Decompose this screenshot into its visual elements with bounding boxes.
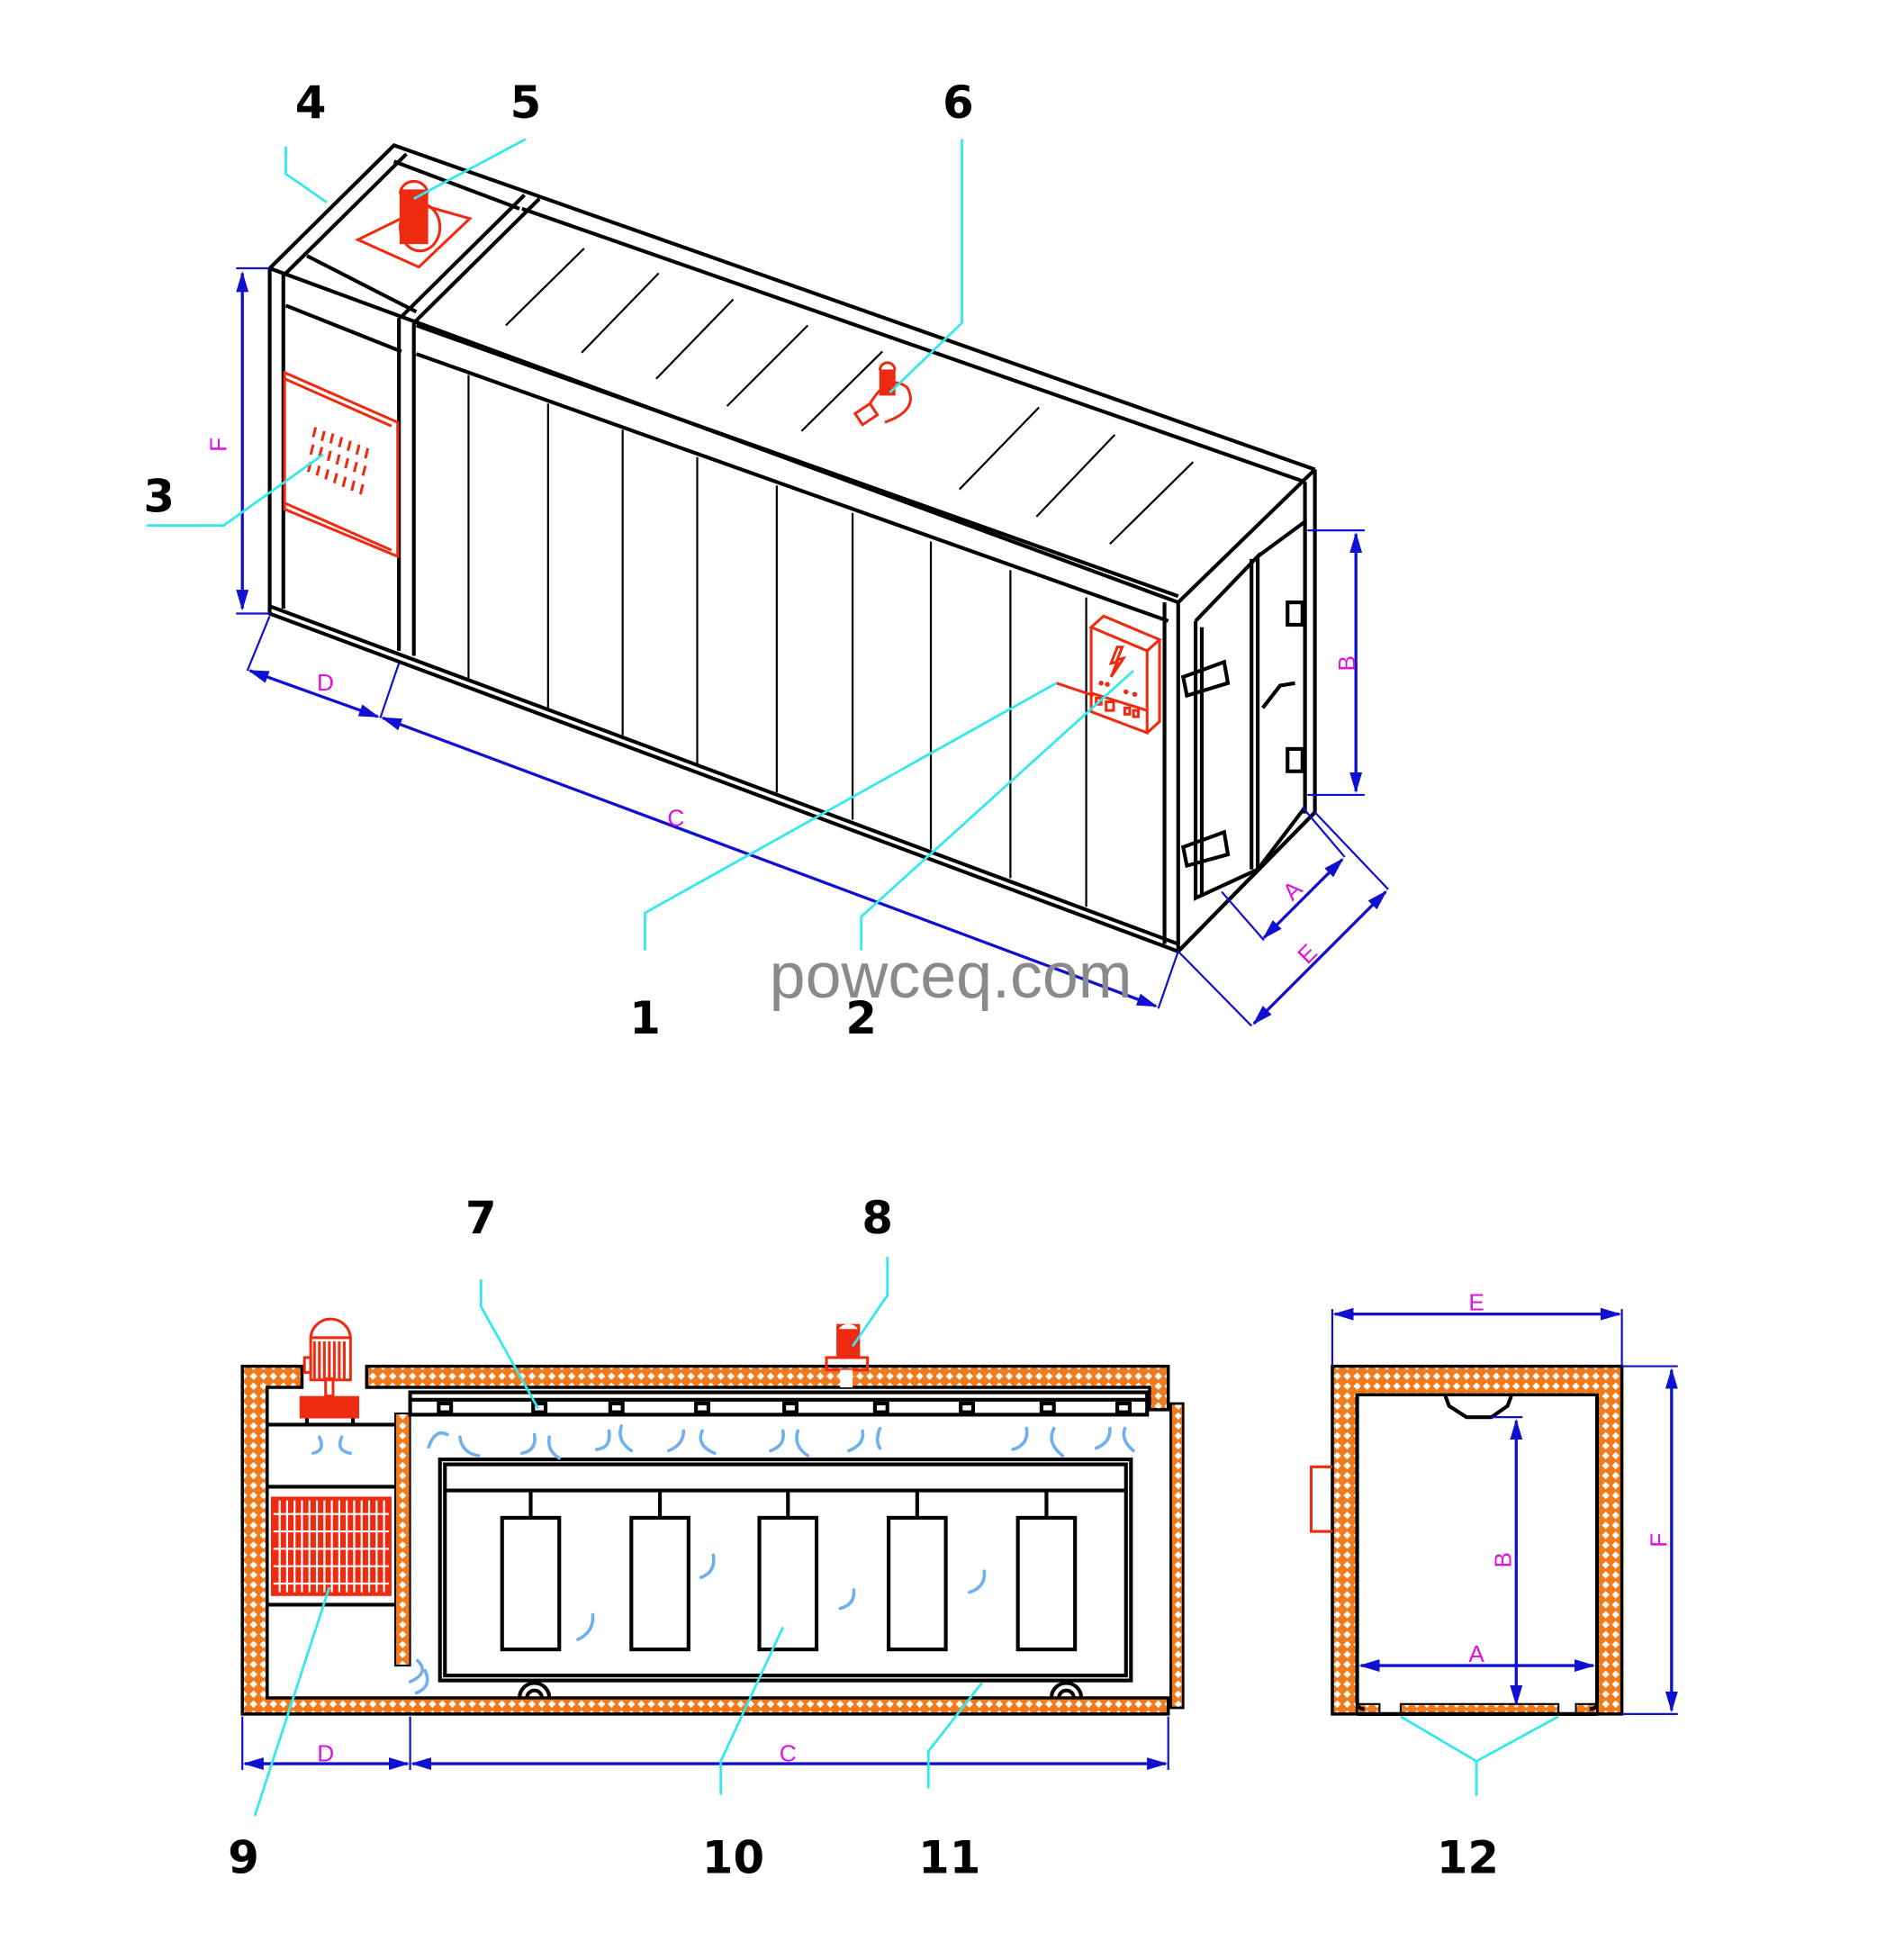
callout-1: 1 bbox=[629, 992, 661, 1044]
heater-element-iso bbox=[1055, 682, 1095, 698]
dim-label-A-cross: A bbox=[1468, 1640, 1484, 1667]
iso-outline bbox=[267, 267, 1317, 954]
heater-access-panel bbox=[283, 370, 400, 559]
circulation-fan-motor-iso bbox=[355, 179, 473, 269]
iso-door-right bbox=[1256, 518, 1307, 871]
callout-12: 12 bbox=[1437, 1831, 1499, 1883]
iso-wall-panels bbox=[467, 375, 1087, 907]
dim-label-B-cross: B bbox=[1490, 1552, 1517, 1567]
side-leaders bbox=[253, 1257, 983, 1817]
control-box-section bbox=[1309, 1465, 1332, 1533]
iso-dimensions: F D C B A E bbox=[204, 266, 1389, 1027]
dim-label-F-cross: F bbox=[1645, 1533, 1672, 1548]
door-hinge-upper bbox=[1180, 659, 1231, 699]
heater-grid bbox=[270, 1496, 392, 1596]
rail-leader bbox=[1400, 1715, 1559, 1763]
callout-6: 6 bbox=[943, 77, 974, 129]
duct-outlet bbox=[1443, 1395, 1513, 1420]
isometric-view: F D C B A E bbox=[146, 138, 1389, 1027]
circulation-fan-side bbox=[299, 1317, 359, 1426]
callout-4: 4 bbox=[295, 77, 327, 129]
callout-10: 10 bbox=[702, 1831, 764, 1883]
cross-dimensions: E F B A bbox=[1331, 1289, 1678, 1715]
callout-9: 9 bbox=[228, 1831, 259, 1883]
callout-3: 3 bbox=[143, 470, 175, 522]
duct-nozzles bbox=[437, 1401, 1132, 1414]
callout-2: 2 bbox=[845, 992, 877, 1044]
exhaust-fan-iso bbox=[853, 361, 912, 427]
dim-label-A-iso: A bbox=[1277, 875, 1308, 906]
dim-label-E-cross: E bbox=[1468, 1289, 1484, 1316]
door-latch-lower bbox=[1286, 746, 1304, 773]
side-section: D C bbox=[240, 1257, 1185, 1817]
airflow-arrows bbox=[311, 1424, 1135, 1695]
iso-top-back-edge bbox=[268, 143, 1316, 472]
watermark: powceq.com bbox=[770, 940, 1132, 1012]
door-latch-upper bbox=[1286, 600, 1304, 627]
trolley-wheels bbox=[517, 1681, 1084, 1699]
dim-label-D-side: D bbox=[317, 1739, 334, 1766]
workpieces bbox=[500, 1490, 1078, 1652]
callout-8: 8 bbox=[862, 1192, 893, 1244]
iso-leaders bbox=[146, 138, 1134, 951]
callout-11: 11 bbox=[918, 1831, 980, 1883]
callout-7: 7 bbox=[465, 1192, 497, 1244]
dim-label-C-side: C bbox=[780, 1739, 797, 1766]
cross-section: E F B A bbox=[1309, 1289, 1678, 1796]
dim-label-F-iso: F bbox=[204, 438, 231, 452]
side-dimensions: D C bbox=[241, 1716, 1169, 1771]
dim-label-D-iso: D bbox=[317, 669, 334, 696]
callout-5: 5 bbox=[510, 77, 542, 129]
door-hinge-lower bbox=[1180, 829, 1231, 869]
door-handle bbox=[1261, 681, 1295, 709]
iso-roof-panels bbox=[505, 248, 1195, 546]
dim-label-C-iso: C bbox=[667, 804, 684, 831]
dim-label-B-iso: B bbox=[1333, 655, 1360, 671]
control-box-iso bbox=[1088, 614, 1162, 736]
dim-label-E-iso: E bbox=[1292, 939, 1322, 970]
